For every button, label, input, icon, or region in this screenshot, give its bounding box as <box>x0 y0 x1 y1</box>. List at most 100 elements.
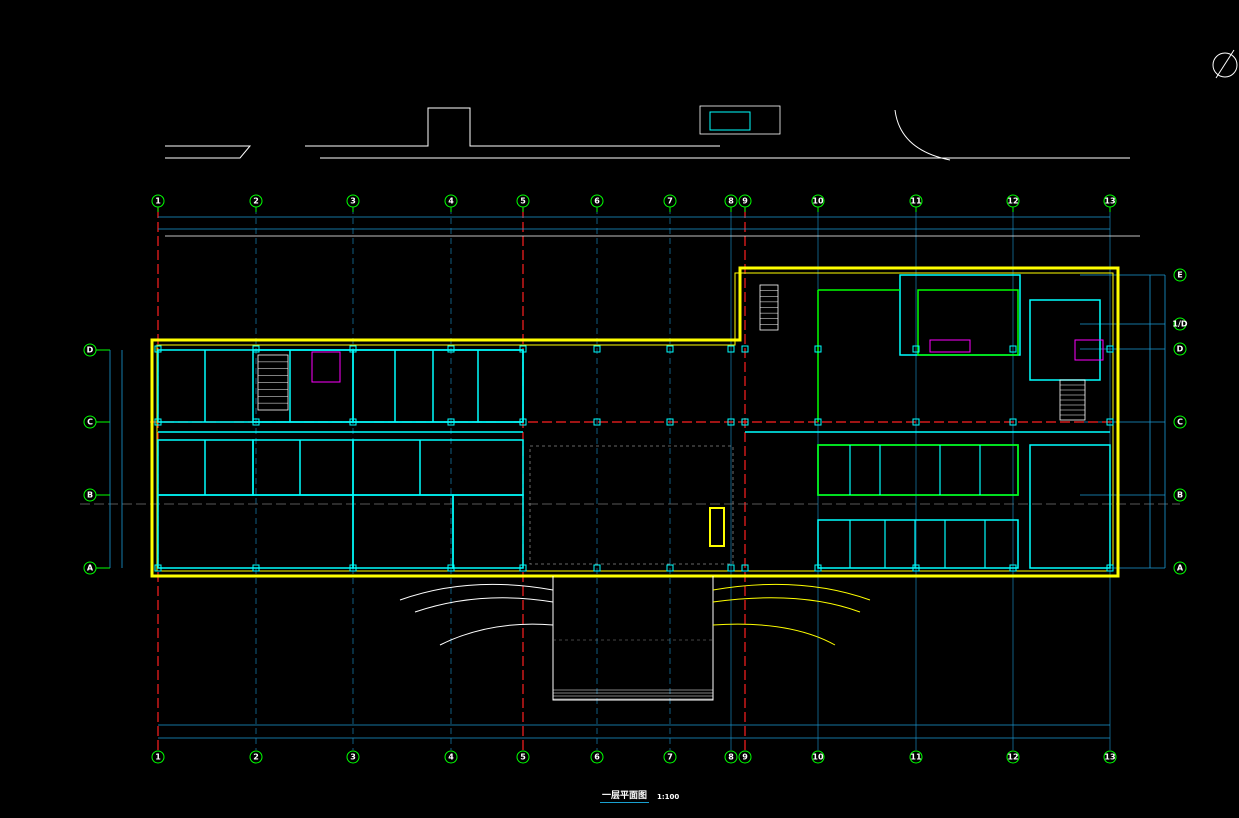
north-arrow-icon <box>1212 52 1238 78</box>
structural-column <box>814 564 822 572</box>
structural-column <box>727 345 735 353</box>
column-10-bottom-label: 10 <box>812 753 824 762</box>
column-3-bottom-bubble <box>346 750 360 764</box>
kiosk-room <box>709 111 751 131</box>
column-9-bottom-label: 9 <box>742 753 748 762</box>
structural-column <box>349 345 357 353</box>
row-C-label: C <box>1177 418 1183 427</box>
column-8-label: 8 <box>728 197 734 206</box>
column-10-bottom-bubble <box>811 750 825 764</box>
column-7-label: 7 <box>667 197 673 206</box>
entrance-steps <box>552 576 714 701</box>
structural-column <box>593 345 601 353</box>
structural-column <box>252 345 260 353</box>
column-5-label: 5 <box>520 197 526 206</box>
row-D-bubble <box>1173 342 1187 356</box>
structural-column <box>1106 564 1114 572</box>
partition-wall <box>1029 444 1111 569</box>
structural-column <box>814 345 822 353</box>
column-2-bottom-label: 2 <box>253 753 259 762</box>
row-B-left-label: B <box>87 491 93 500</box>
structural-column <box>912 418 920 426</box>
structural-column <box>154 418 162 426</box>
partition-wall-green <box>817 444 1019 496</box>
column-1-bottom-label: 1 <box>155 753 161 762</box>
structural-column <box>252 564 260 572</box>
column-4-bottom-label: 4 <box>448 753 454 762</box>
structural-column <box>1106 345 1114 353</box>
partition-wall <box>817 444 1019 496</box>
structural-column <box>349 564 357 572</box>
column-7-bottom-label: 7 <box>667 753 673 762</box>
structural-column <box>1009 564 1017 572</box>
structural-column <box>447 564 455 572</box>
column-13-bottom-label: 13 <box>1104 753 1115 762</box>
column-feature <box>709 507 725 547</box>
drawing-scale: 1:100 <box>657 793 680 801</box>
structural-column <box>519 345 527 353</box>
structural-column <box>1009 345 1017 353</box>
column-10-label: 10 <box>812 197 824 206</box>
structural-column <box>1106 418 1114 426</box>
column-12-bottom-bubble <box>1006 750 1020 764</box>
row-C-bubble <box>1173 415 1187 429</box>
partition-wall <box>817 519 1019 569</box>
partition-wall <box>352 349 524 423</box>
row-E-bubble <box>1173 268 1187 282</box>
partition-wall <box>252 439 354 496</box>
north-arrow-needle <box>1215 49 1235 79</box>
hall-outline <box>529 445 734 565</box>
drawing-title: 一层平面图 <box>600 791 650 803</box>
structural-column <box>519 564 527 572</box>
column-9-label: 9 <box>742 197 748 206</box>
row-B-label: B <box>1177 491 1183 500</box>
structural-column <box>666 345 674 353</box>
column-13-bottom-bubble <box>1103 750 1117 764</box>
right-canopy-arc <box>712 583 871 646</box>
structural-column <box>447 418 455 426</box>
row-D-label: D <box>1177 345 1184 354</box>
structural-column <box>1009 418 1017 426</box>
row-A-label: A <box>1177 564 1184 573</box>
kiosk-outline <box>699 105 781 135</box>
row-1/D-bubble <box>1173 317 1187 331</box>
column-11-bottom-bubble <box>909 750 923 764</box>
column-2-bottom-bubble <box>249 750 263 764</box>
column-2-label: 2 <box>253 197 259 206</box>
left-canopy-arc <box>399 583 554 646</box>
partition-wall <box>352 494 454 569</box>
column-12-bottom-label: 12 <box>1007 753 1018 762</box>
partition-wall <box>452 494 524 569</box>
structural-column <box>666 418 674 426</box>
structural-column <box>741 345 749 353</box>
toilet-fixtures <box>1074 339 1104 361</box>
column-3-label: 3 <box>350 197 356 206</box>
exterior-wall <box>150 266 1120 578</box>
column-9-bottom-bubble <box>738 750 752 764</box>
structural-column <box>593 564 601 572</box>
structural-column <box>741 418 749 426</box>
column-6-label: 6 <box>594 197 600 206</box>
row-D-left-label: D <box>87 346 94 355</box>
partition-wall <box>252 349 354 423</box>
row-A-left-label: A <box>87 564 94 573</box>
partition-wall <box>352 439 524 496</box>
column-1-label: 1 <box>155 197 161 206</box>
structural-column <box>593 418 601 426</box>
structural-column <box>519 418 527 426</box>
column-6-bottom-bubble <box>590 750 604 764</box>
structural-column <box>912 564 920 572</box>
column-8-bottom-bubble <box>724 750 738 764</box>
column-5-bottom-label: 5 <box>520 753 526 762</box>
row-C-left-label: C <box>87 418 93 427</box>
column-11-bottom-label: 11 <box>910 753 922 762</box>
partition-wall <box>157 494 354 569</box>
column-3-bottom-label: 3 <box>350 753 356 762</box>
row-1/D-label: 1/D <box>1172 320 1187 329</box>
site-outline <box>165 107 1130 161</box>
row-B-bubble <box>1173 488 1187 502</box>
column-13-label: 13 <box>1104 197 1115 206</box>
column-12-label: 12 <box>1007 197 1018 206</box>
structural-column <box>814 418 822 426</box>
